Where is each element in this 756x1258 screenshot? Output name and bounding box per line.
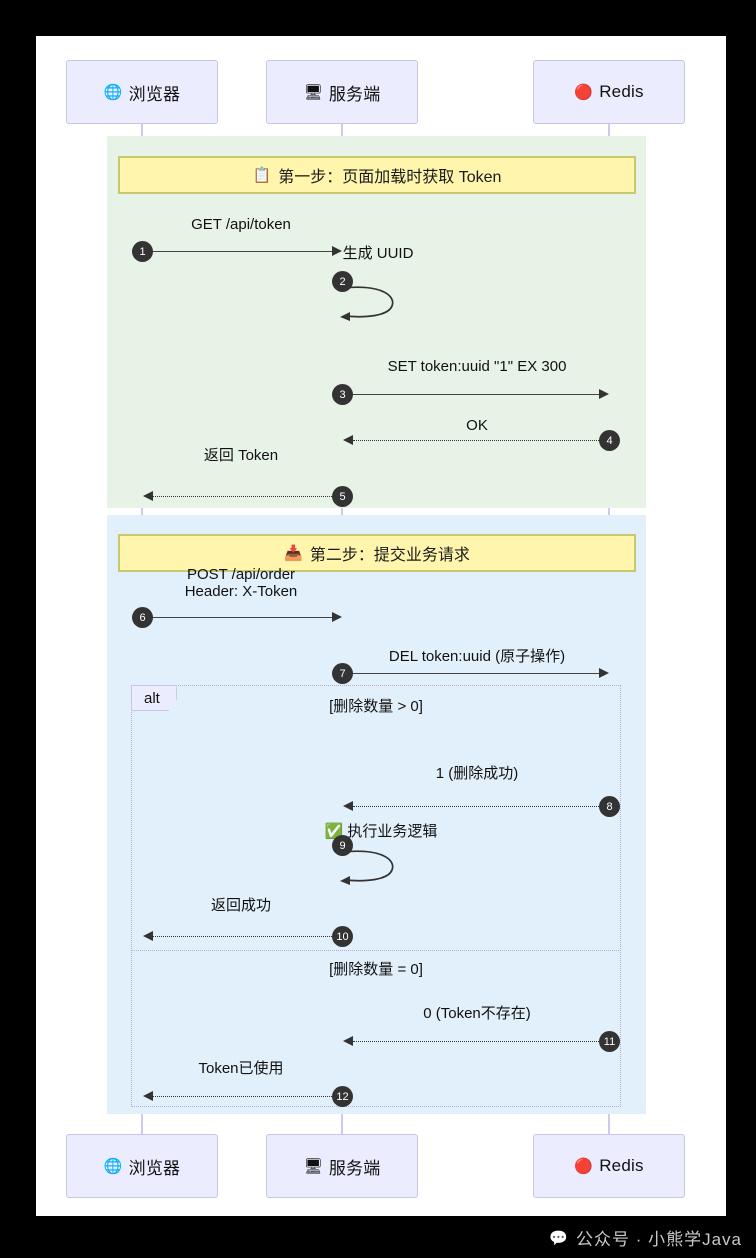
message-arrowhead-3	[599, 389, 609, 399]
message-arrowhead-7	[599, 668, 609, 678]
message-line-6	[142, 617, 332, 618]
section-title-step2: 第二步：提交业务请求	[309, 547, 470, 564]
message-badge-7: 7	[332, 663, 353, 684]
message-badge-3: 3	[332, 384, 353, 405]
desktop-computer-icon: 🖥	[303, 83, 323, 101]
alt-fragment-tag: alt	[131, 685, 177, 711]
diagram-canvas: 🌐 浏览器 🖥 服务端 🔴 Redis 📋 第一步：页面加载时获取 Token …	[36, 36, 726, 1216]
alt-else-divider	[131, 950, 621, 951]
participant-label-server-bottom: 服务端	[328, 1158, 381, 1178]
message-line-1	[142, 251, 332, 252]
clipboard-icon: 📋	[252, 167, 272, 184]
section-header-step2: 📥 第二步：提交业务请求	[118, 534, 636, 572]
participant-box-browser-bottom[interactable]: 🌐 浏览器	[66, 1134, 218, 1198]
message-badge-10: 10	[332, 926, 353, 947]
message-badge-5: 5	[332, 486, 353, 507]
watermark: 💬 公众号 · 小熊学Java	[549, 1225, 742, 1250]
red-circle-icon: 🔴	[574, 83, 594, 101]
section-title-step1: 第一步：页面加载时获取 Token	[278, 169, 502, 186]
section-step1-background	[107, 136, 646, 508]
message-line-10	[153, 936, 332, 937]
participant-label-browser: 浏览器	[128, 84, 181, 104]
message-label-5: 返回 Token	[203, 447, 279, 464]
message-line-12	[153, 1096, 332, 1097]
message-label-2: 生成 UUID	[342, 245, 414, 262]
message-badge-11: 11	[599, 1031, 620, 1052]
globe-icon: 🌐	[103, 83, 123, 101]
message-arrowhead-6	[332, 612, 342, 622]
message-line-7	[342, 673, 599, 674]
wechat-icon: 💬	[549, 1229, 569, 1247]
participant-box-redis-bottom[interactable]: 🔴 Redis	[533, 1134, 685, 1198]
red-circle-icon: 🔴	[574, 1157, 594, 1175]
message-line-11	[353, 1041, 603, 1042]
message-badge-9: 9	[332, 835, 353, 856]
inbox-tray-icon: 📥	[284, 545, 303, 562]
message-arrowhead-12	[143, 1091, 153, 1101]
message-line-4	[353, 440, 603, 441]
message-label-1: GET /api/token	[191, 216, 291, 233]
message-line-3	[342, 394, 599, 395]
participant-label-server: 服务端	[328, 84, 381, 104]
participant-box-browser-top[interactable]: 🌐 浏览器	[66, 60, 218, 124]
participant-box-redis-top[interactable]: 🔴 Redis	[533, 60, 685, 124]
message-label-12: Token已使用	[198, 1060, 284, 1077]
message-arrowhead-11	[343, 1036, 353, 1046]
message-badge-8: 8	[599, 796, 620, 817]
self-loop-arrow-2	[340, 286, 394, 321]
message-arrowhead-5	[143, 491, 153, 501]
message-badge-12: 12	[332, 1086, 353, 1107]
message-badge-6: 6	[132, 607, 153, 628]
message-arrowhead-1	[332, 246, 342, 256]
message-label-11: 0 (Token不存在)	[423, 1005, 531, 1022]
message-badge-1: 1	[132, 241, 153, 262]
alt-fragment	[131, 685, 621, 1107]
message-badge-4: 4	[599, 430, 620, 451]
section-step2-background	[107, 515, 646, 1114]
globe-icon: 🌐	[103, 1157, 123, 1175]
desktop-computer-icon: 🖥	[303, 1157, 323, 1175]
message-arrowhead-10	[143, 931, 153, 941]
message-label-6: POST /api/order Header: X-Token	[184, 566, 298, 600]
message-arrowhead-4	[343, 435, 353, 445]
message-label-3: SET token:uuid "1" EX 300	[387, 358, 567, 375]
participant-box-server-top[interactable]: 🖥 服务端	[266, 60, 418, 124]
participant-label-redis: Redis	[599, 82, 644, 101]
message-line-8	[353, 806, 603, 807]
alt-condition-1: [删除数量 > 0]	[329, 698, 423, 715]
participant-label-browser-bottom: 浏览器	[128, 1158, 181, 1178]
message-label-4: OK	[466, 417, 488, 434]
watermark-text: 公众号 · 小熊学Java	[575, 1230, 742, 1249]
message-arrowhead-8	[343, 801, 353, 811]
message-label-8: 1 (删除成功)	[435, 765, 519, 782]
participant-label-redis-bottom: Redis	[599, 1156, 644, 1175]
alt-condition-2: [删除数量 = 0]	[329, 961, 423, 978]
message-badge-2: 2	[332, 271, 353, 292]
message-label-10: 返回成功	[210, 897, 272, 914]
message-label-7: DEL token:uuid (原子操作)	[388, 648, 566, 665]
participant-box-server-bottom[interactable]: 🖥 服务端	[266, 1134, 418, 1198]
self-loop-arrow-9	[340, 850, 394, 885]
section-header-step1: 📋 第一步：页面加载时获取 Token	[118, 156, 636, 194]
message-line-5	[153, 496, 332, 497]
